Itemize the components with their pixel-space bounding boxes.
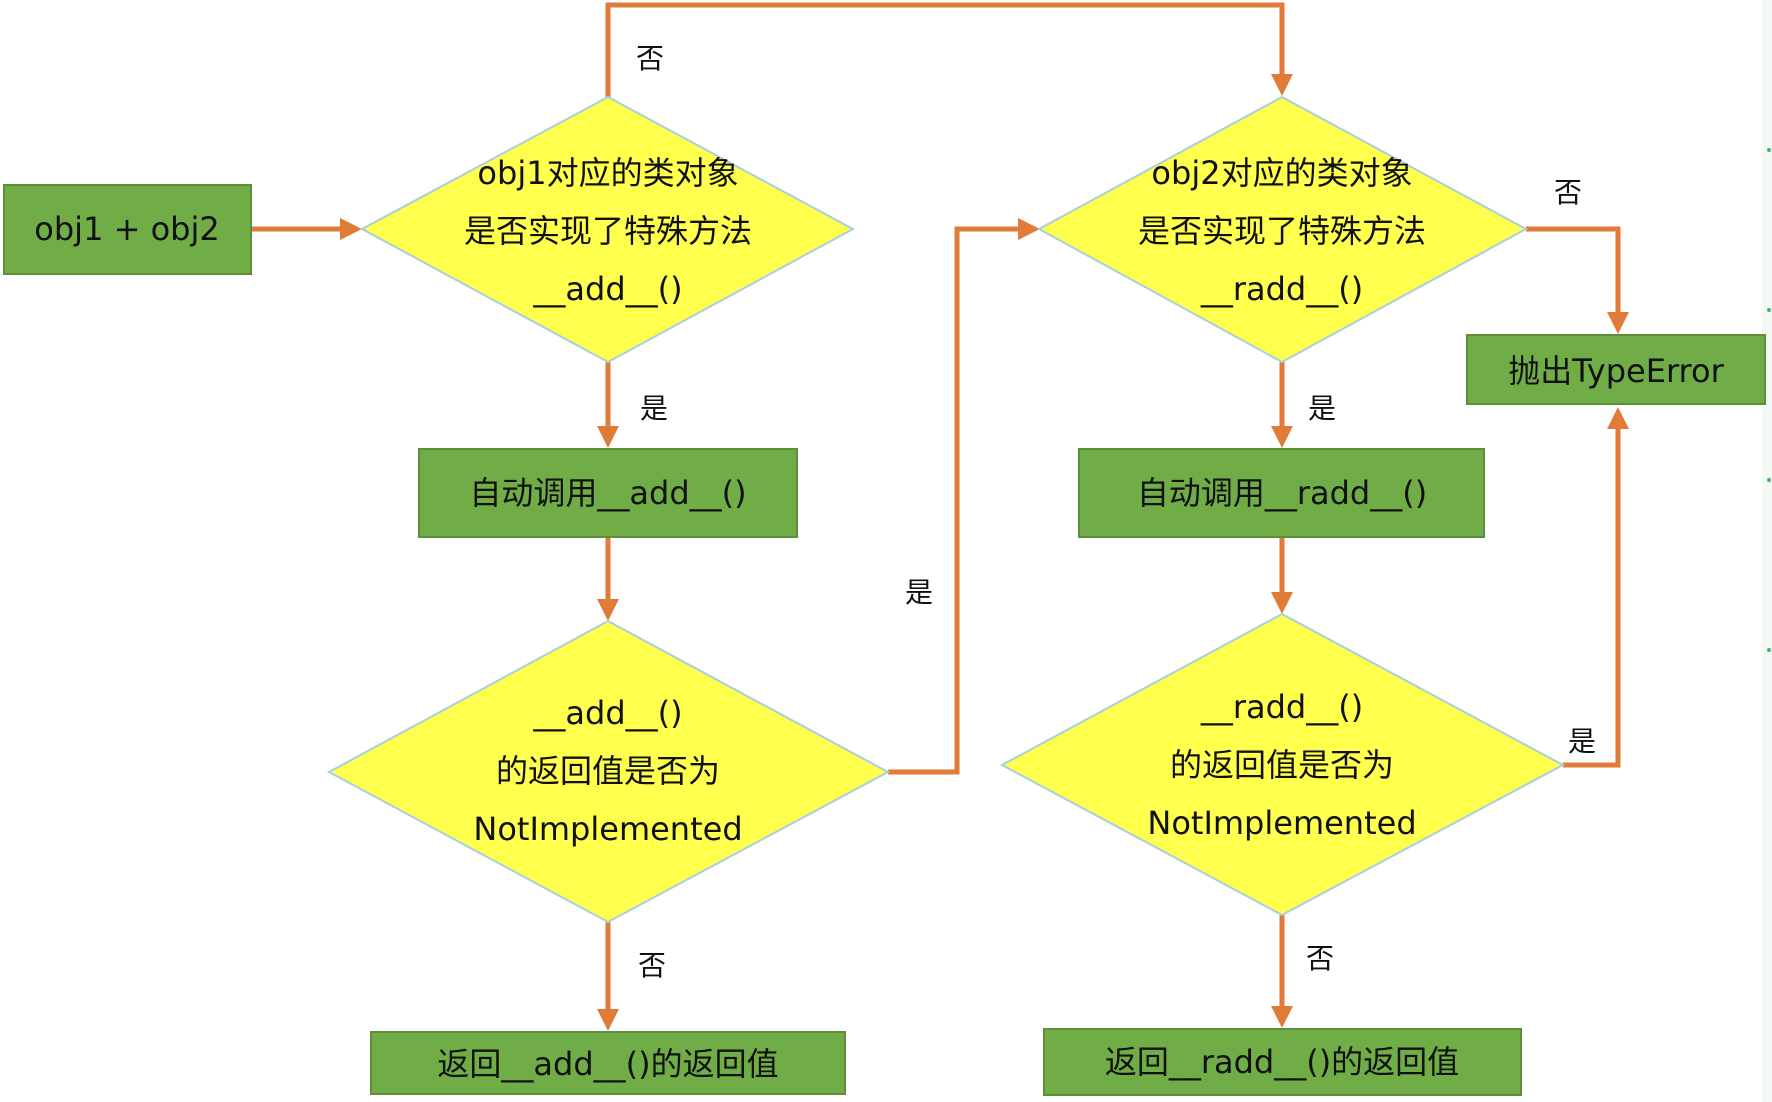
- arrowhead: [597, 1009, 619, 1031]
- arrowhead: [340, 218, 362, 240]
- edge-label-add-no: 否: [636, 42, 664, 75]
- edge-label-radd-yes: 是: [1308, 392, 1336, 425]
- return-radd-node: 返回__radd__()的返回值: [1043, 1028, 1522, 1096]
- right-edge-strip: [1762, 0, 1772, 1102]
- arrowhead: [1271, 426, 1293, 448]
- check-radd-line-3: __radd__(): [1200, 270, 1363, 308]
- arrowhead: [1271, 74, 1293, 96]
- start-node-text: obj1 + obj2: [34, 210, 219, 248]
- edge-label-add-yes: 是: [640, 392, 668, 425]
- call-radd-node: 自动调用__radd__(): [1078, 448, 1485, 538]
- arrowhead: [1607, 407, 1629, 429]
- arrowhead: [1271, 1006, 1293, 1028]
- arrowhead: [597, 599, 619, 621]
- check-add-result-decision: __add__() 的返回值是否为 NotImplemented: [326, 619, 891, 924]
- return-add-node: 返回__add__()的返回值: [370, 1031, 846, 1095]
- edge-marker: [1767, 308, 1771, 312]
- check-add-result-line-1: __add__(): [532, 694, 682, 732]
- arrowhead: [1018, 218, 1040, 240]
- check-radd-line-1: obj2对应的类对象: [1151, 154, 1412, 192]
- edge-marker: [1767, 148, 1771, 152]
- edge-label-radd-result-yes: 是: [1568, 725, 1596, 758]
- check-radd-result-line-3: NotImplemented: [1147, 804, 1416, 842]
- check-radd-result-line-2: 的返回值是否为: [1170, 746, 1394, 784]
- edge-marker: [1767, 648, 1771, 652]
- check-radd-result-decision: __radd__() 的返回值是否为 NotImplemented: [999, 612, 1566, 917]
- raise-error-text: 抛出TypeError: [1508, 352, 1724, 390]
- arrowhead: [1607, 312, 1629, 334]
- connector-radd-no-to-raise-error: [1526, 226, 1621, 316]
- check-radd-decision: obj2对应的类对象 是否实现了特殊方法 __radd__(): [1036, 95, 1529, 364]
- check-add-line-3: __add__(): [532, 270, 682, 308]
- return-radd-text: 返回__radd__()的返回值: [1105, 1043, 1459, 1081]
- check-radd-line-2: 是否实现了特殊方法: [1138, 212, 1426, 250]
- connector-add-no-to-check-radd: [605, 2, 1285, 98]
- connector-radd-result-yes-to-raise-error: [1563, 425, 1621, 768]
- arrowhead: [597, 426, 619, 448]
- call-add-text: 自动调用__add__(): [469, 474, 746, 512]
- call-add-node: 自动调用__add__(): [418, 448, 798, 538]
- edge-label-add-result-yes: 是: [905, 576, 933, 609]
- edge-label-radd-result-no: 否: [1306, 942, 1334, 975]
- arrowhead: [1271, 592, 1293, 614]
- start-node: obj1 + obj2: [3, 184, 252, 275]
- check-add-decision: obj1对应的类对象 是否实现了特殊方法 __add__(): [359, 95, 856, 364]
- check-add-result-line-2: 的返回值是否为: [496, 752, 720, 790]
- edge-label-radd-no: 否: [1554, 176, 1582, 209]
- check-add-line-1: obj1对应的类对象: [477, 154, 738, 192]
- check-radd-result-line-1: __radd__(): [1200, 688, 1363, 726]
- edge-marker: [1767, 478, 1771, 482]
- check-add-result-line-3: NotImplemented: [473, 810, 742, 848]
- check-add-line-2: 是否实现了特殊方法: [464, 212, 752, 250]
- return-add-text: 返回__add__()的返回值: [437, 1045, 778, 1083]
- edge-label-add-result-no: 否: [638, 949, 666, 982]
- connector-add-result-yes-to-check-radd: [888, 226, 1022, 775]
- call-radd-text: 自动调用__radd__(): [1137, 474, 1427, 512]
- raise-error-node: 抛出TypeError: [1466, 334, 1766, 405]
